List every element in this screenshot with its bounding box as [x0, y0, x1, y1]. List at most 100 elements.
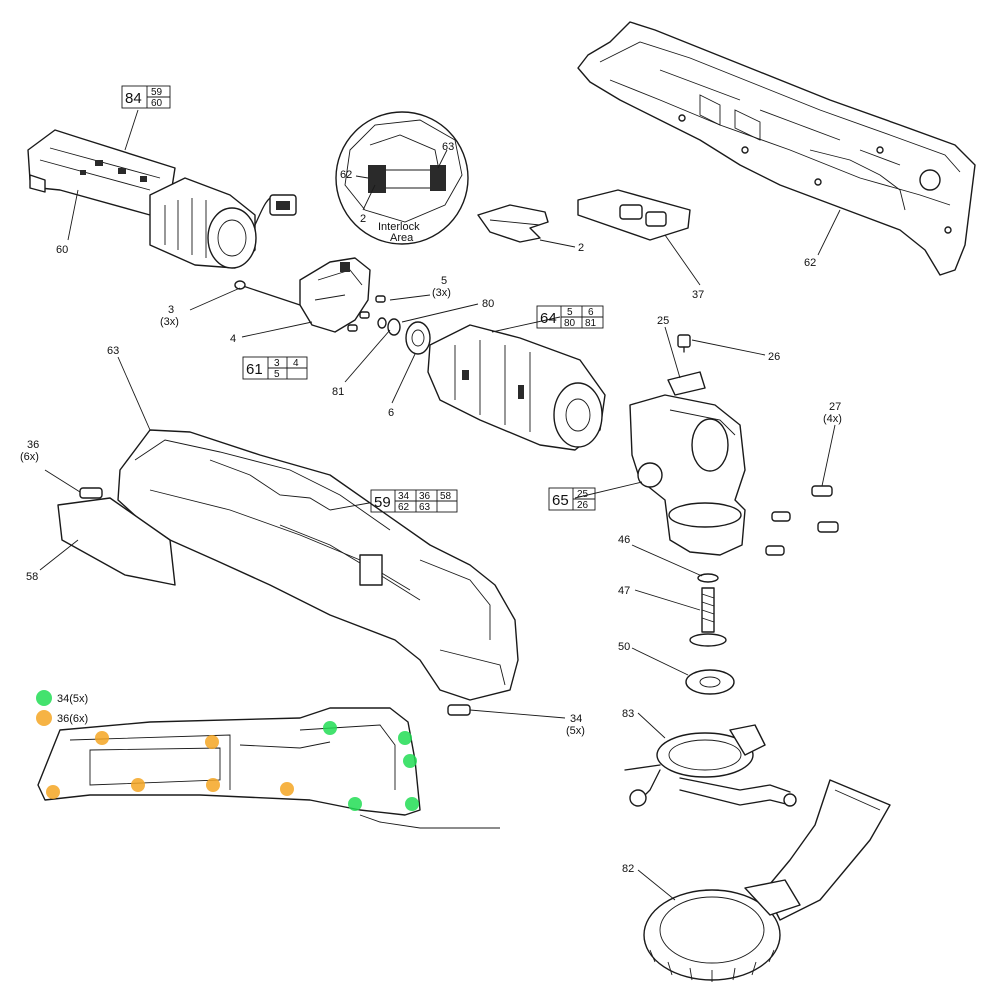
part-37-switch [577, 189, 691, 241]
callout-62-detail: 62 [340, 169, 352, 181]
part-27-screws [765, 485, 839, 556]
callout-58: 58 [26, 571, 38, 583]
part-46-washer [697, 573, 719, 583]
ref-box-65: 65 25 26 [548, 487, 596, 511]
marker-36-e [206, 778, 220, 792]
callout-82: 82 [622, 863, 634, 875]
ref-65-main: 65 [552, 492, 569, 509]
ref-59-sub-4: 62 [398, 502, 410, 513]
callout-4: 4 [230, 333, 236, 345]
marker-34-b [398, 731, 412, 745]
screw-markers [46, 721, 419, 811]
part-4-switch-assy [299, 257, 371, 333]
ref-65-sub-2: 26 [577, 500, 589, 511]
ref-64-main: 64 [540, 310, 557, 327]
callout-interlock-1: Interlock [378, 221, 420, 233]
ref-box-61: 61 3 4 5 [242, 356, 308, 380]
part-80-washer [377, 317, 401, 336]
callout-3-qty: (3x) [160, 316, 179, 328]
ref-61-main: 61 [246, 361, 263, 378]
callout-6: 6 [388, 407, 394, 419]
ref-box-64: 64 5 6 80 81 [536, 305, 604, 329]
part-63-housing [117, 429, 519, 701]
ref-65-sub-1: 25 [577, 489, 589, 500]
ref-64-sub-2: 6 [588, 307, 594, 318]
ref-59-sub-2: 36 [419, 491, 431, 502]
marker-34-c [403, 754, 417, 768]
part-motor-stator [149, 177, 297, 269]
callout-25: 25 [657, 315, 669, 327]
callout-81: 81 [332, 386, 344, 398]
marker-34-e [405, 797, 419, 811]
ref-59-sub-5: 63 [419, 502, 431, 513]
part-6-bearing [405, 321, 431, 355]
part-83-clamp [624, 724, 797, 807]
ref-59-main: 59 [374, 494, 391, 511]
callout-27-qty: (4x) [823, 413, 842, 425]
part-5-pins [347, 295, 386, 332]
ref-64-sub-3: 80 [564, 318, 576, 329]
ref-59-sub-1: 34 [398, 491, 410, 502]
ref-61-sub-2: 4 [293, 358, 299, 369]
callout-3: 3 [168, 304, 174, 316]
marker-36-c [46, 785, 60, 799]
part-65-gear-head [629, 394, 746, 556]
interlock-detail [335, 111, 469, 245]
callout-36-qty: (6x) [20, 451, 39, 463]
legend: 34(5x) 36(6x) [36, 690, 88, 726]
callout-46: 46 [618, 534, 630, 546]
callout-27: 27 [829, 401, 841, 413]
part-64-armature [427, 324, 606, 451]
callout-36: 36 [27, 439, 39, 451]
callout-2: 2 [578, 242, 584, 254]
callout-60: 60 [56, 244, 68, 256]
legend-green-dot [36, 690, 52, 706]
legend-orange-label: 36(6x) [57, 713, 88, 725]
side-view-housing [37, 707, 500, 829]
callout-34: 34 [570, 713, 582, 725]
part-62-housing-half [577, 21, 976, 276]
ref-59-sub-3: 58 [440, 491, 452, 502]
ref-61-sub-1: 3 [274, 358, 280, 369]
callout-62: 62 [804, 257, 816, 269]
part-60-board [27, 129, 176, 216]
part-3-pin [234, 280, 301, 306]
part-82-dust-shroud [643, 779, 891, 982]
callout-47: 47 [618, 585, 630, 597]
legend-green-label: 34(5x) [57, 693, 88, 705]
part-36-screw [79, 487, 103, 499]
part-58-label [57, 497, 176, 586]
callout-63: 63 [107, 345, 119, 357]
legend-orange-dot [36, 710, 52, 726]
part-2-clip [477, 204, 549, 243]
marker-36-f [280, 782, 294, 796]
ref-84-sub-1: 59 [151, 87, 163, 98]
ref-64-sub-1: 5 [567, 307, 573, 318]
callout-2-detail: 2 [360, 213, 366, 225]
callout-63-detail: 63 [442, 141, 454, 153]
marker-34-d [348, 797, 362, 811]
marker-36-a [95, 731, 109, 745]
marker-36-b [205, 735, 219, 749]
ref-84-main: 84 [125, 90, 142, 107]
callout-50: 50 [618, 641, 630, 653]
marker-34-a [323, 721, 337, 735]
callout-5-qty: (3x) [432, 287, 451, 299]
part-25-clip [667, 371, 706, 396]
callout-83: 83 [622, 708, 634, 720]
ref-61-sub-3: 5 [274, 369, 280, 380]
marker-36-d [131, 778, 145, 792]
part-47-spindle [689, 587, 727, 647]
ref-box-84: 84 59 60 [121, 85, 171, 109]
ref-64-sub-4: 81 [585, 318, 597, 329]
callout-5: 5 [441, 275, 447, 287]
leader-lines [39, 109, 841, 901]
part-34-screw [447, 704, 471, 716]
callout-26: 26 [768, 351, 780, 363]
ref-84-sub-2: 60 [151, 98, 163, 109]
callout-34-qty: (5x) [566, 725, 585, 737]
callout-37: 37 [692, 289, 704, 301]
callout-interlock-2: Area [390, 232, 414, 244]
ref-box-59: 59 34 36 58 62 63 [370, 489, 458, 513]
